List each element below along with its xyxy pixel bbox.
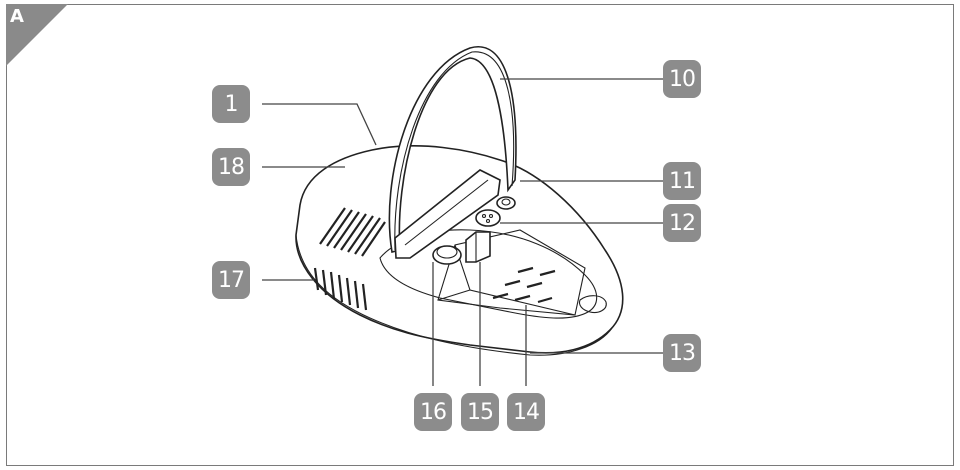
nebulizer-holder [465, 231, 491, 263]
callout-16: 16 [414, 393, 452, 431]
housing-base [295, 234, 613, 356]
front-latch [578, 295, 607, 314]
side-vents-lower [313, 267, 368, 311]
figure-corner-tab [6, 4, 68, 66]
lid-hinge [394, 169, 501, 259]
air-outlet [475, 209, 501, 227]
callout-11: 11 [663, 162, 701, 200]
callout-10: 10 [663, 60, 701, 98]
callout-17: 17 [212, 261, 250, 299]
housing-outline [295, 145, 624, 354]
callout-12: 12 [663, 204, 701, 242]
housing-top-edge [379, 229, 598, 319]
callout-1: 1 [212, 85, 250, 123]
power-button [432, 245, 462, 265]
callout-15: 15 [461, 393, 499, 431]
callout-13: 13 [663, 334, 701, 372]
callout-14: 14 [507, 393, 545, 431]
open-lid [388, 46, 517, 253]
side-vents-upper [319, 207, 386, 257]
leader-1 [262, 103, 377, 146]
callout-18: 18 [212, 148, 250, 186]
figure-letter: A [10, 6, 24, 27]
filter-cap [496, 196, 516, 210]
